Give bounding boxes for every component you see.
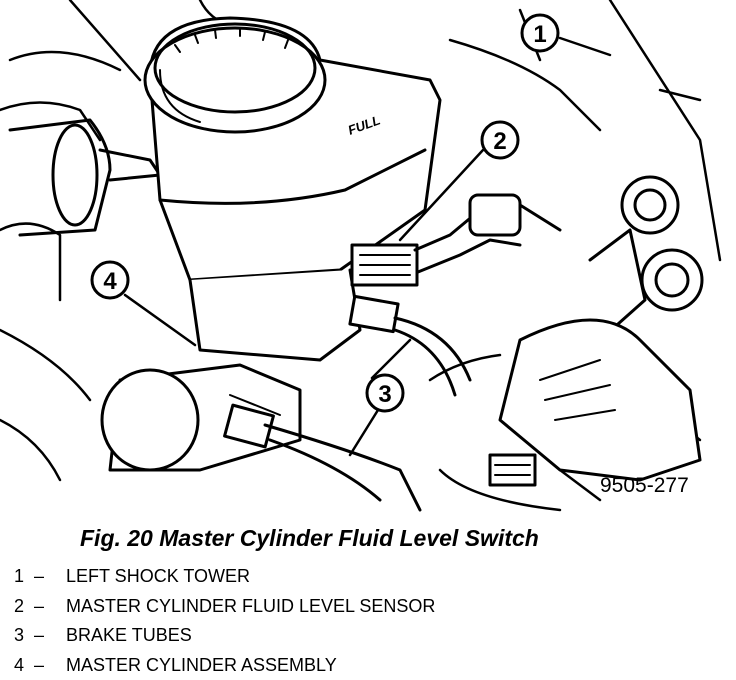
svg-text:2: 2 (493, 128, 506, 155)
legend-label: MASTER CYLINDER FLUID LEVEL SENSOR (66, 595, 436, 616)
legend-label: BRAKE TUBES (66, 625, 192, 645)
svg-text:4: 4 (103, 268, 117, 295)
legend-number: 4 (14, 654, 25, 675)
legend-label: MASTER CYLINDER ASSEMBLY (66, 654, 337, 675)
legend-number: 3 (14, 625, 25, 645)
legend-item: 4–MASTER CYLINDER ASSEMBLY (14, 651, 435, 680)
cylinder-body (100, 268, 362, 472)
callout-2: 2 (398, 120, 520, 242)
legend-number: 2 (14, 595, 25, 616)
fluid-level-sensor (350, 193, 562, 287)
master-cylinder-illustration: FULL 1 (0, 0, 722, 512)
engine-bay-background (0, 0, 722, 512)
left-hose (8, 118, 162, 237)
legend-dash: – (34, 595, 45, 616)
legend-item: 3– BRAKE TUBES (14, 621, 435, 651)
legend-dash: – (34, 654, 45, 675)
svg-text:1: 1 (533, 21, 546, 48)
callout-1: 1 (520, 13, 612, 57)
callout-3: 3 (348, 338, 412, 457)
brake-tubes (223, 294, 472, 512)
legend-item: 1– LEFT SHOCK TOWER (14, 562, 435, 592)
shock-tower (488, 175, 704, 487)
callout-4: 4 (90, 260, 197, 347)
legend-number: 1 (14, 566, 25, 586)
legend-item: 2–MASTER CYLINDER FLUID LEVEL SENSOR (14, 592, 435, 622)
figure-caption: Fig. 20 Master Cylinder Fluid Level Swit… (80, 525, 539, 551)
legend-dash: – (34, 566, 45, 586)
figure-code: 9505-277 (600, 474, 689, 497)
legend-dash: – (34, 625, 45, 645)
legend-label: LEFT SHOCK TOWER (66, 566, 251, 586)
legend-list: 1–LEFT SHOCK TOWER 2–MASTER CYLINDER FLU… (14, 562, 435, 680)
svg-text:3: 3 (378, 381, 391, 408)
fluid-reservoir: FULL (143, 16, 442, 282)
